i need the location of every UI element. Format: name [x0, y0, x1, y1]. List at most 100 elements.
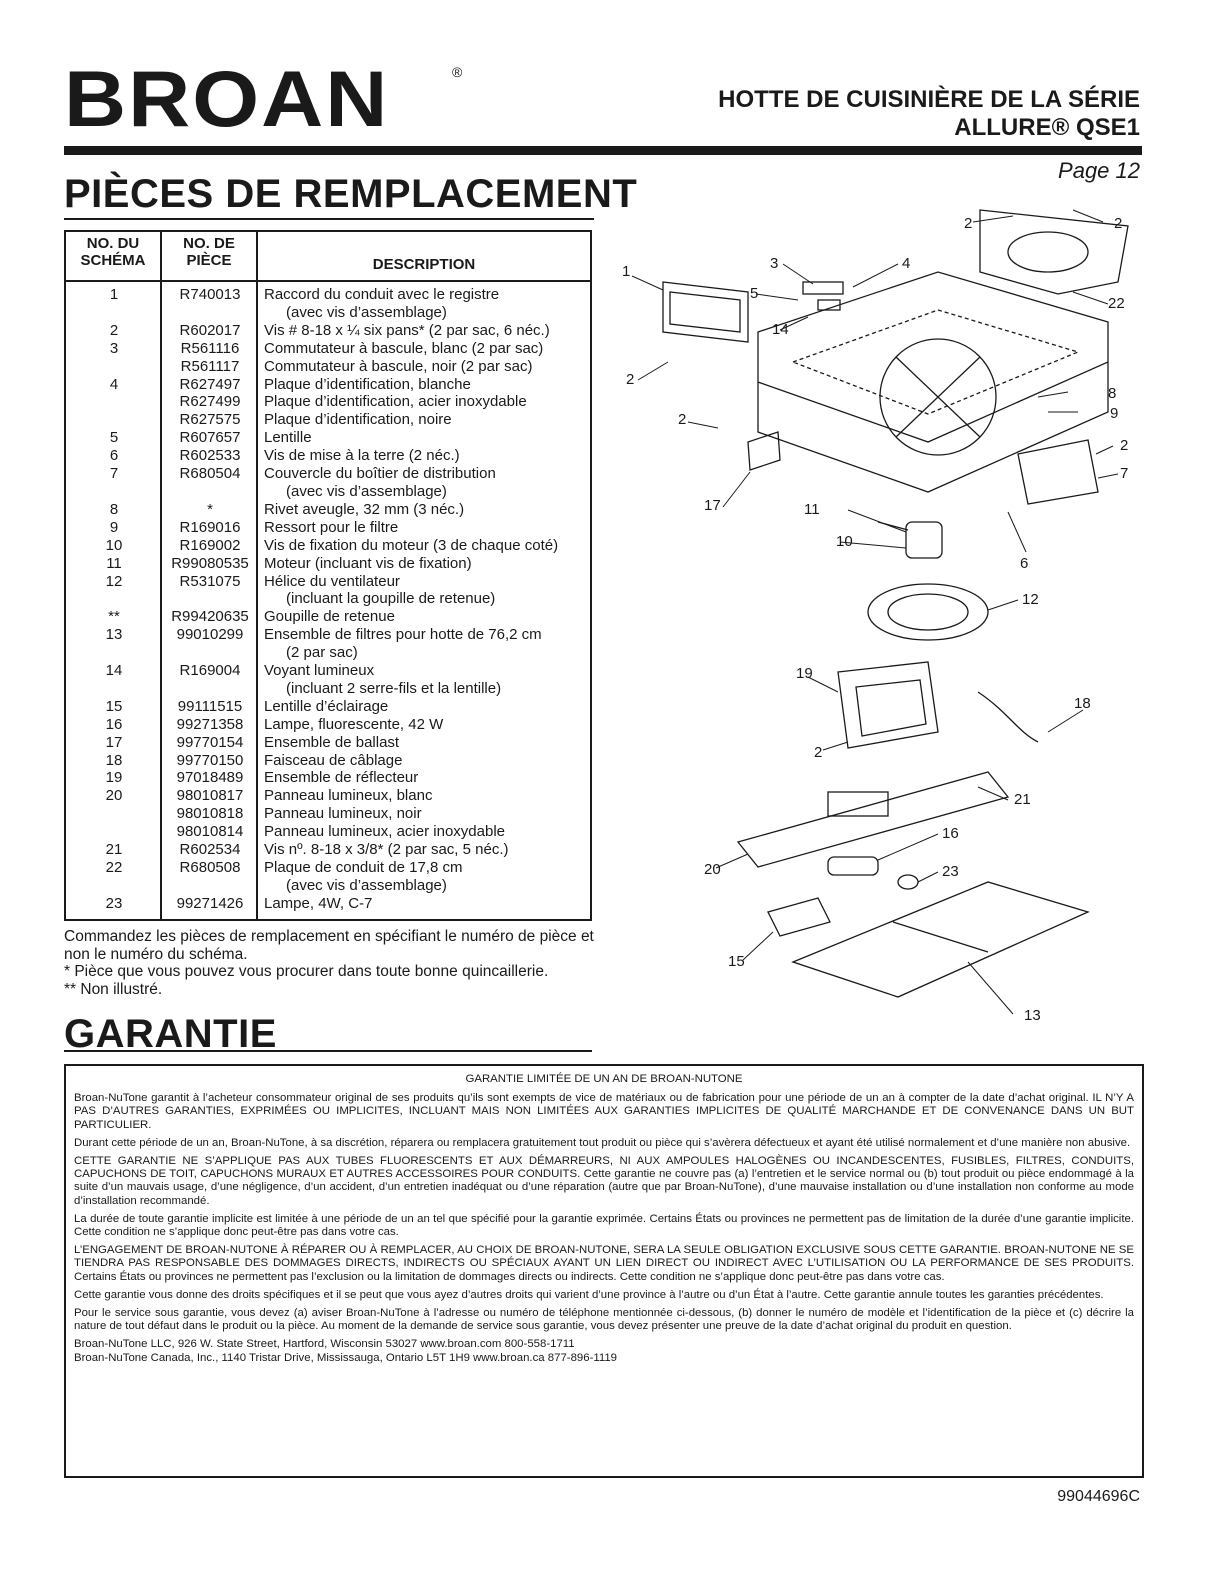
row-description: Voyant lumineux [264, 662, 375, 680]
row-schema-number: 3 [109, 339, 119, 357]
row-schema-number: 18 [105, 751, 123, 769]
row-part-number: * [207, 500, 213, 518]
note-star: * Pièce que vous pouvez vous procurer da… [64, 963, 549, 980]
callout-label: 15 [728, 953, 745, 970]
row-schema-number: 8 [109, 500, 119, 518]
row-description: Plaque d’identification, blanche [264, 375, 471, 393]
row-schema-number [66, 358, 162, 376]
callout-label: 22 [1108, 295, 1125, 312]
callout-label: 16 [942, 825, 959, 842]
row-part-number: R602534 [179, 841, 241, 859]
row-description: Panneau lumineux, blanc [264, 787, 433, 805]
row-schema-number: 14 [105, 662, 123, 680]
row-description: Ensemble de réflecteur [264, 769, 419, 787]
callout-label: 17 [704, 497, 721, 514]
row-description: Panneau lumineux, acier inoxydable [264, 823, 505, 841]
row-description: (incluant 2 serre-fils et la lentille) [286, 679, 502, 697]
callout-label: 2 [1114, 215, 1122, 232]
row-part-number: R561116 [180, 339, 240, 357]
row-schema-number [66, 393, 162, 411]
callout-label: 9 [1110, 405, 1118, 422]
row-schema-number: 21 [105, 841, 123, 859]
page-number: Page 12 [1058, 158, 1140, 183]
callout-label: 2 [814, 744, 822, 761]
warranty-paragraph: Durant cette période de un an, Broan-NuT… [74, 1136, 1131, 1149]
row-part-number: R680504 [179, 465, 241, 483]
callout-label: 10 [836, 533, 853, 550]
logo-registered-mark: ® [452, 64, 463, 80]
row-part-number: 98010817 [176, 787, 244, 805]
row-part-number [162, 644, 258, 662]
address-us: Broan-NuTone LLC, 926 W. State Street, H… [74, 1338, 575, 1351]
row-schema-number: 19 [105, 769, 123, 787]
row-schema-number: 15 [105, 697, 123, 715]
row-description: Hélice du ventilateur [264, 572, 400, 590]
row-schema-number: 12 [105, 572, 123, 590]
duct-opening-shape [1007, 231, 1089, 273]
duct-plate-shape [979, 209, 1129, 295]
row-part-number: 98010814 [176, 823, 244, 841]
fluorescent-lamp-shape [827, 856, 879, 876]
motor-shape [905, 521, 943, 559]
row-part-number: R680508 [179, 859, 241, 876]
row-description: Lentille d’éclairage [264, 697, 389, 715]
parts-title-rule [64, 218, 594, 220]
row-schema-number [66, 483, 162, 501]
row-schema-number: 7 [109, 465, 119, 483]
callout-label: 8 [1108, 385, 1116, 402]
row-description: Plaque de conduit de 17,8 cm [264, 859, 463, 876]
row-description: (incluant la goupille de retenue) [286, 590, 496, 608]
row-description: Rivet aveugle, 32 mm (3 néc.) [264, 500, 465, 518]
row-schema-number: 11 [106, 554, 122, 572]
row-part-number: 99010299 [176, 626, 244, 644]
row-description: (2 par sac) [286, 644, 358, 662]
callout-label: 23 [942, 863, 959, 880]
row-description: Vis # 8-18 x ¼ six pans* (2 par sac, 6 n… [264, 321, 550, 339]
row-description: Ressort pour le filtre [264, 518, 399, 536]
row-part-number: 99770150 [176, 751, 244, 769]
warranty-section-title: GARANTIE [64, 1012, 277, 1056]
row-description: Commutateur à bascule, blanc (2 par sac) [264, 339, 544, 357]
broan-logo: BROAN ® [64, 60, 462, 139]
row-description: Goupille de retenue [264, 608, 395, 626]
row-schema-number [66, 823, 162, 841]
callout-label: 7 [1120, 465, 1128, 482]
note-order: Commandez les pièces de remplacement en … [64, 928, 594, 963]
row-description: Vis de mise à la terre (2 néc.) [264, 447, 460, 465]
warranty-paragraph: CETTE GARANTIE NE S’APPLIQUE PAS AUX TUB… [74, 1155, 1134, 1207]
row-schema-number [66, 680, 162, 698]
col-header-description: DESCRIPTION [372, 256, 476, 273]
row-part-number: 99111515 [177, 697, 243, 715]
warranty-paragraph: Cette garantie vous donne des droits spé… [74, 1288, 1104, 1301]
row-part-number [162, 304, 258, 322]
row-schema-number: 23 [105, 894, 123, 912]
row-description: Couvercle du boîtier de distribution [264, 465, 496, 483]
row-part-number: 97018489 [176, 769, 244, 787]
callout-label: 1 [622, 263, 630, 280]
row-schema-number: 20 [105, 787, 123, 805]
warranty-paragraph: Pour le service sous garantie, vous deve… [74, 1307, 1134, 1333]
table-row: (incluant 2 serre-fils et la lentille) [66, 680, 590, 698]
warranty-box-title: GARANTIE LIMITÉE DE UN AN DE BROAN-NUTON… [465, 1073, 743, 1085]
row-description: (avec vis d’assemblage) [286, 303, 447, 321]
row-description: Moteur (incluant vis de fixation) [264, 554, 472, 572]
row-description: Plaque d’identification, noire [264, 411, 452, 429]
row-description: Lentille [264, 429, 312, 447]
row-part-number: R561117 [180, 357, 240, 375]
row-schema-number: 1 [109, 286, 119, 303]
fan-wheel-shape [867, 583, 989, 641]
product-title-line2: ALLURE® QSE1 [954, 114, 1140, 141]
